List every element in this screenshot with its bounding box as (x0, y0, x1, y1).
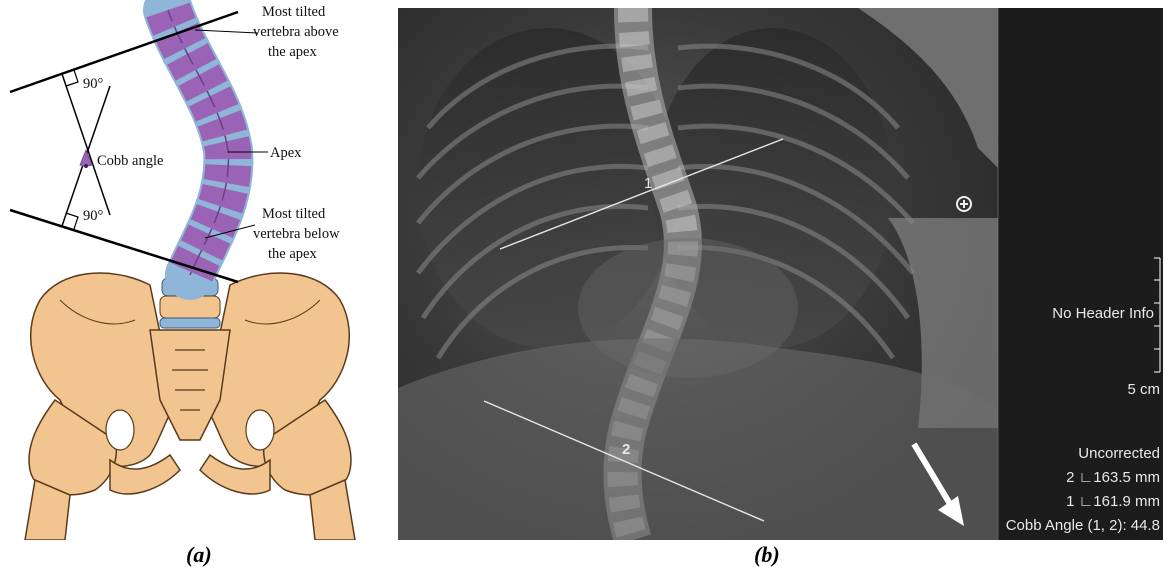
upper-vertebra-label-3: the apex (268, 44, 317, 60)
cobb-diagram: 90° 90° Cobb angle Most tilted vertebra … (0, 0, 390, 540)
angle-top-label: 90° (83, 76, 104, 92)
scoliotic-spine (168, 10, 228, 275)
uncorrected-text: Uncorrected (1078, 445, 1160, 462)
cobb-angle-label: Cobb angle (97, 153, 163, 169)
cobb-diagram-svg: 90° 90° Cobb angle Most tilted vertebra … (0, 0, 390, 540)
upper-vertebra-label-2: vertebra above (253, 24, 339, 40)
header-info-text: No Header Info (1052, 305, 1154, 322)
line-2-label: 2 (622, 441, 630, 458)
apex-label: Apex (270, 145, 302, 161)
lower-vertebra-label-2: vertebra below (253, 226, 340, 242)
caption-b: (b) (754, 542, 780, 568)
cobb-result-text: Cobb Angle (1, 2): 44.8 (1006, 517, 1160, 534)
xray-svg: 1 2 No Header Info 5 cm Uncorrected 2 ∟1… (398, 8, 1163, 540)
lower-vertebra-label-3: the apex (268, 246, 317, 262)
measure-1-text: 1 ∟161.9 mm (1066, 493, 1160, 510)
measure-2-text: 2 ∟163.5 mm (1066, 469, 1160, 486)
line-1-label: 1 (644, 175, 652, 192)
scale-text: 5 cm (1127, 381, 1160, 398)
upper-vertebra-label-1: Most tilted (262, 4, 326, 20)
xray-image: 1 2 No Header Info 5 cm Uncorrected 2 ∟1… (398, 8, 1163, 540)
lower-vertebra-label-1: Most tilted (262, 206, 326, 222)
angle-bottom-label: 90° (83, 208, 104, 224)
upper-perpendicular (62, 74, 110, 215)
caption-a: (a) (186, 542, 212, 568)
